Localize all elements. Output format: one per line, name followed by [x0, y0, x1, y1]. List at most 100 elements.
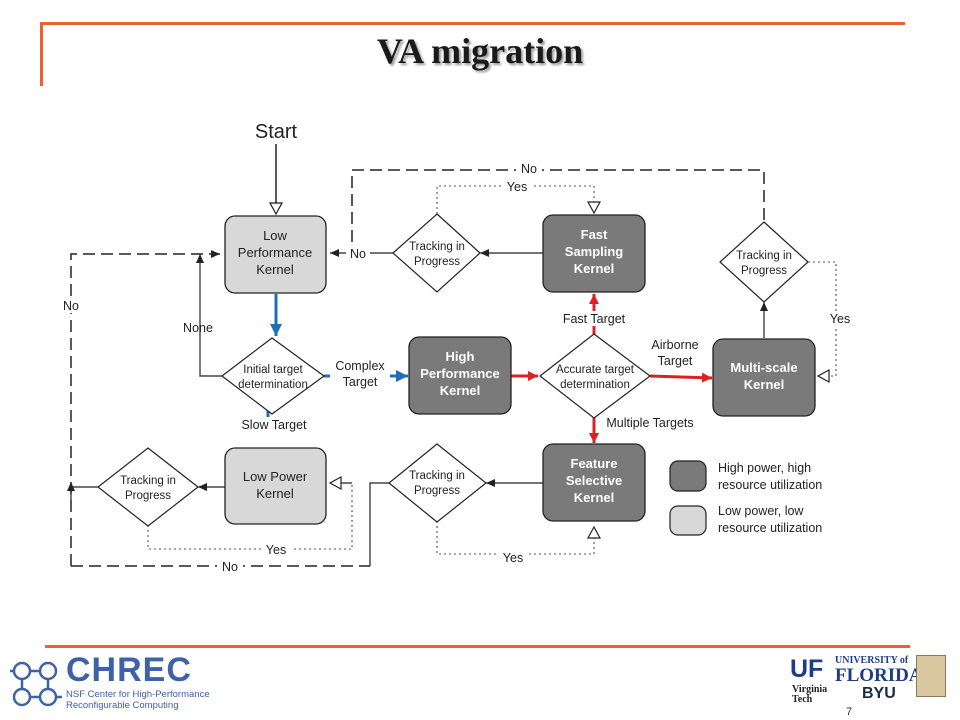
slide-title: VA migration: [376, 31, 584, 71]
virginia-tech-logo: Virginia Tech: [792, 685, 827, 705]
page-number: 7: [846, 706, 853, 718]
label-no-far-left: No: [63, 299, 79, 313]
label-fast-target: Fast Target: [563, 312, 626, 326]
svg-text:Fast: Fast: [581, 227, 608, 242]
no-loop-top: [351, 169, 765, 253]
kernel-line: Performance: [420, 366, 499, 381]
svg-text:Tracking in: Tracking in: [409, 241, 465, 253]
chrec-subtitle: NSF Center for High-Performance Reconfig…: [66, 689, 210, 711]
uf-wordmark: UNIVERSITY of FLORIDA: [835, 655, 923, 686]
chrec-subtitle-line: NSF Center for High-Performance: [66, 689, 210, 700]
tracking-decision-bottom-left: Tracking in Progress: [97, 447, 199, 527]
svg-text:Low Power: Low Power: [243, 469, 308, 484]
accurate-target-decision: Accurate target determination: [539, 333, 651, 419]
feature-selective-kernel: Feature Selective Kernel: [542, 443, 646, 522]
top-accent-rule: [40, 22, 905, 25]
label-yes-bottom-right: Yes: [503, 551, 523, 565]
decision-line: Progress: [414, 256, 460, 268]
line-bottom-mid-down: [369, 482, 390, 566]
svg-text:Accurate target: Accurate target: [556, 364, 635, 376]
kernel-line: Multi-scale: [730, 360, 797, 375]
kernel-line: Kernel: [574, 261, 614, 276]
svg-text:Progress: Progress: [414, 256, 460, 268]
label-complex: Complex: [335, 359, 385, 373]
left-accent-rule: [40, 22, 43, 86]
kernel-line: Performance: [238, 245, 312, 260]
vt-line: Tech: [792, 694, 813, 705]
kernel-line: Low Power: [243, 469, 308, 484]
legend-high-line: High power, high: [718, 461, 811, 475]
decision-line: Tracking in: [120, 475, 176, 487]
yes-loop-feature-selective: [436, 521, 594, 555]
legend-swatch-high: [669, 460, 707, 492]
kernel-line: Feature: [571, 456, 618, 471]
kernel-line: Selective: [566, 473, 622, 488]
decision-line: Progress: [414, 485, 460, 497]
svg-text:determination: determination: [560, 379, 630, 391]
label-no-bottom: No: [222, 560, 238, 574]
decision-line: Progress: [741, 265, 787, 277]
svg-text:Performance: Performance: [238, 245, 312, 260]
high-performance-kernel: High Performance Kernel: [408, 336, 512, 415]
svg-text:Progress: Progress: [125, 490, 171, 502]
decision-line: Initial target: [243, 364, 303, 376]
red-arrow-to-multi-scale: [649, 372, 713, 383]
kernel-line: High: [446, 349, 475, 364]
label-yes-top: Yes: [507, 180, 527, 194]
gwu-portrait-logo: [916, 655, 946, 697]
svg-text:Kernel: Kernel: [744, 377, 784, 392]
multi-scale-kernel: Multi-scale Kernel: [712, 338, 816, 417]
legend-low-line: resource utilization: [718, 521, 822, 535]
svg-text:Performance: Performance: [420, 366, 499, 381]
start-label: Start: [255, 121, 298, 143]
decision-line: determination: [560, 379, 630, 391]
svg-text:Tracking in: Tracking in: [120, 475, 176, 487]
svg-text:Progress: Progress: [414, 485, 460, 497]
legend-high-line: resource utilization: [718, 478, 822, 492]
label-yes-bottom-left: Yes: [266, 543, 286, 557]
bottom-accent-rule: [45, 645, 910, 648]
byu-logo: BYU: [862, 685, 896, 702]
uf-logo: UF: [790, 655, 824, 683]
label-no-top: No: [521, 162, 537, 176]
svg-text:Feature: Feature: [571, 456, 618, 471]
svg-text:Sampling: Sampling: [565, 244, 624, 259]
svg-text:Tracking in: Tracking in: [736, 250, 792, 262]
tracking-decision-bottom-mid: Tracking in Progress: [388, 443, 487, 523]
kernel-line: Fast: [581, 227, 608, 242]
svg-text:Kernel: Kernel: [256, 486, 294, 501]
kernel-line: Kernel: [256, 262, 294, 277]
kernel-line: Kernel: [744, 377, 784, 392]
chrec-chip-icon: [10, 661, 62, 707]
svg-text:Kernel: Kernel: [440, 383, 480, 398]
tracking-decision-top: Tracking in Progress: [392, 213, 481, 293]
label-multiple-targets: Multiple Targets: [606, 416, 693, 430]
svg-text:determination: determination: [238, 379, 308, 391]
kernel-line: Sampling: [565, 244, 624, 259]
kernel-line: Kernel: [256, 486, 294, 501]
no-loop-left: [70, 250, 220, 566]
svg-text:Selective: Selective: [566, 473, 622, 488]
vt-line: Virginia: [792, 684, 828, 695]
none-loop-arrow: [196, 254, 228, 377]
uf-florida: FLORIDA: [835, 665, 923, 686]
fast-sampling-kernel: Fast Sampling Kernel: [542, 214, 646, 293]
svg-text:Low: Low: [263, 228, 287, 243]
legend: High power, high resource utilization Lo…: [669, 460, 822, 536]
label-airborne-target: Target: [658, 354, 693, 368]
legend-swatch-low: [669, 505, 707, 536]
decision-line: Accurate target: [556, 364, 635, 376]
label-none: None: [183, 321, 213, 335]
kernel-line: Kernel: [440, 383, 480, 398]
low-performance-kernel: Low Performance Kernel: [224, 215, 327, 294]
chrec-logo: CHREC NSF Center for High-Performance Re…: [8, 651, 210, 715]
legend-low-line: Low power, low: [718, 504, 804, 518]
decision-line: Tracking in: [409, 241, 465, 253]
tracking-decision-right: Tracking in Progress: [719, 221, 809, 303]
label-slow-target: Slow Target: [241, 418, 307, 432]
yes-loop-low-power: [147, 483, 353, 550]
kernel-line: Low: [263, 228, 287, 243]
decision-line: Tracking in: [736, 250, 792, 262]
low-power-kernel: Low Power Kernel: [224, 447, 327, 525]
